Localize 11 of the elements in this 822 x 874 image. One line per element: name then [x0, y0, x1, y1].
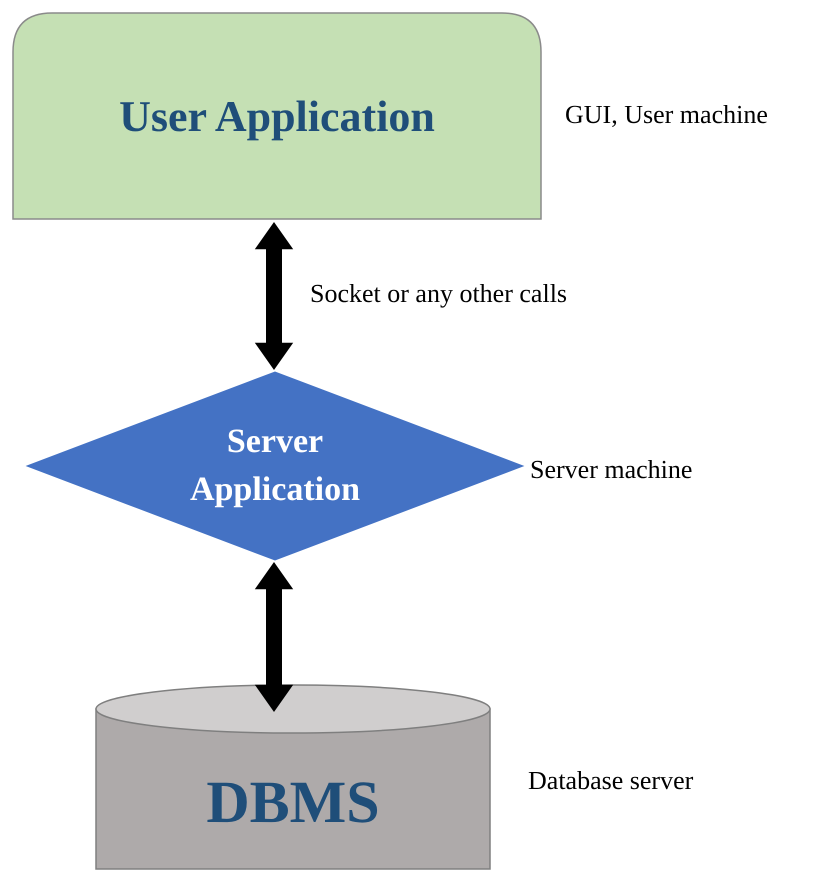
node-label: DBMS — [206, 768, 380, 836]
process-box — [12, 12, 542, 220]
node-note: GUI, User machine — [565, 100, 768, 130]
decision-diamond — [27, 372, 523, 560]
double-arrow — [254, 562, 294, 712]
double-arrow — [254, 222, 294, 370]
database-cylinder — [95, 684, 491, 870]
node-label: User Application — [119, 90, 435, 142]
node-note: Server machine — [530, 455, 692, 485]
node-note: Database server — [528, 766, 694, 796]
node-label: Server Application — [188, 422, 362, 510]
